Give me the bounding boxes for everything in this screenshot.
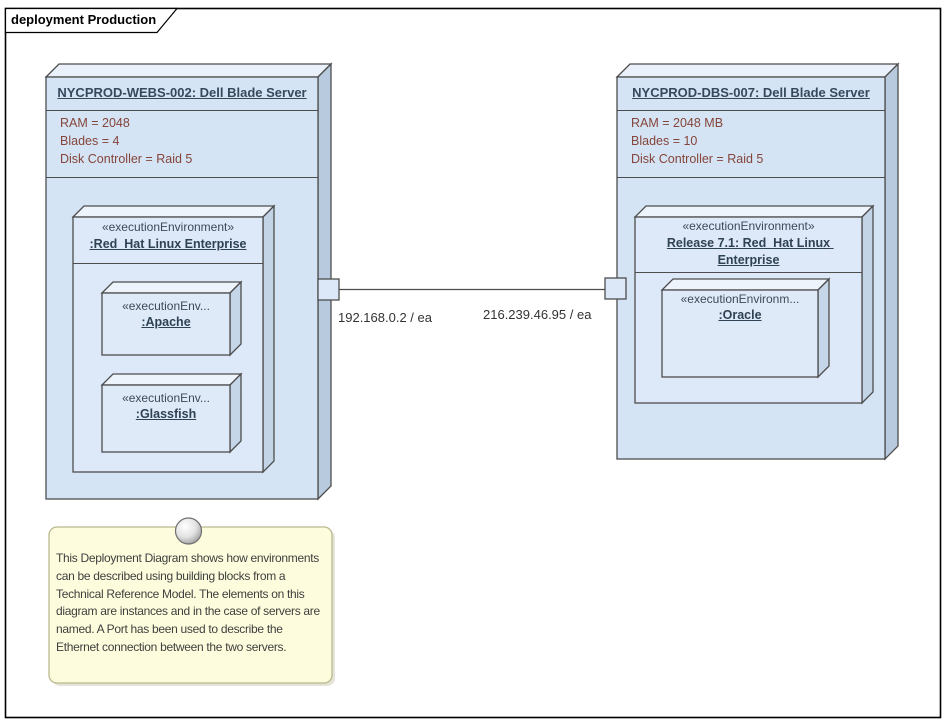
glassfish-top-face[interactable] bbox=[100, 373, 243, 386]
right-server-side-face[interactable] bbox=[884, 62, 899, 461]
oracle-front-face[interactable] bbox=[661, 289, 819, 378]
release-env-stereotype: «executionEnvironment» bbox=[682, 219, 815, 233]
apache-front-face[interactable] bbox=[101, 292, 231, 356]
release-env-top-face[interactable] bbox=[633, 205, 875, 218]
left-server-name: NYCPROD-WEBS-002: Dell Blade Server bbox=[57, 85, 307, 100]
right-server-properties: RAM = 2048 MB Blades = 10 Disk Controlle… bbox=[631, 114, 763, 168]
right-port-ip-label: 216.239.46.95 / ea bbox=[483, 307, 592, 322]
glassfish-stereotype: «executionEnv... bbox=[122, 391, 210, 405]
right-server-prop-disk: Disk Controller = Raid 5 bbox=[631, 152, 764, 166]
oracle-name: :Oracle bbox=[718, 308, 762, 322]
glassfish-front-face[interactable] bbox=[101, 384, 231, 453]
diagram-title: deployment Production bbox=[11, 12, 157, 27]
diagram-title-tab bbox=[4, 7, 179, 34]
oracle-side-face[interactable] bbox=[817, 277, 830, 379]
glassfish-name: :Glassfish bbox=[135, 407, 197, 421]
right-server-prop-blades: Blades = 10 bbox=[631, 134, 698, 148]
left-port-ip-label: 192.168.0.2 / ea bbox=[338, 310, 432, 325]
left-server-properties: RAM = 2048 Blades = 4 Disk Controller = … bbox=[60, 114, 192, 168]
right-server-name: NYCPROD-DBS-007: Dell Blade Server bbox=[632, 85, 870, 100]
redhat-env-stereotype: «executionEnvironment» bbox=[101, 220, 235, 234]
note-pin-icon bbox=[174, 517, 203, 545]
redhat-env-name: :Red Hat Linux Enterprise bbox=[89, 237, 247, 251]
release-env-name: Release 7.1: Red Hat Linux Enterprise bbox=[666, 236, 834, 267]
left-server-prop-ram: RAM = 2048 bbox=[60, 116, 130, 130]
left-server-prop-blades: Blades = 4 bbox=[60, 134, 120, 148]
oracle-stereotype: «executionEnvironm... bbox=[680, 292, 800, 306]
right-server-top-face[interactable] bbox=[615, 63, 900, 78]
apache-top-face[interactable] bbox=[100, 281, 243, 294]
apache-side-face[interactable] bbox=[229, 280, 242, 357]
note-text: This Deployment Diagram shows how enviro… bbox=[56, 551, 320, 654]
oracle-top-face[interactable] bbox=[660, 278, 831, 291]
release-env-side-face[interactable] bbox=[861, 204, 874, 405]
right-server-port[interactable] bbox=[604, 277, 627, 300]
redhat-env-side-face[interactable] bbox=[262, 204, 275, 474]
redhat-env-top-face[interactable] bbox=[71, 205, 276, 218]
right-server-prop-ram: RAM = 2048 MB bbox=[631, 116, 724, 130]
glassfish-side-face[interactable] bbox=[229, 372, 242, 454]
left-server-prop-disk: Disk Controller = Raid 5 bbox=[60, 152, 193, 166]
apache-stereotype: «executionEnv... bbox=[122, 299, 210, 313]
left-server-top-face[interactable] bbox=[44, 63, 333, 78]
left-server-port[interactable] bbox=[317, 278, 340, 301]
apache-name: :Apache bbox=[141, 315, 191, 329]
